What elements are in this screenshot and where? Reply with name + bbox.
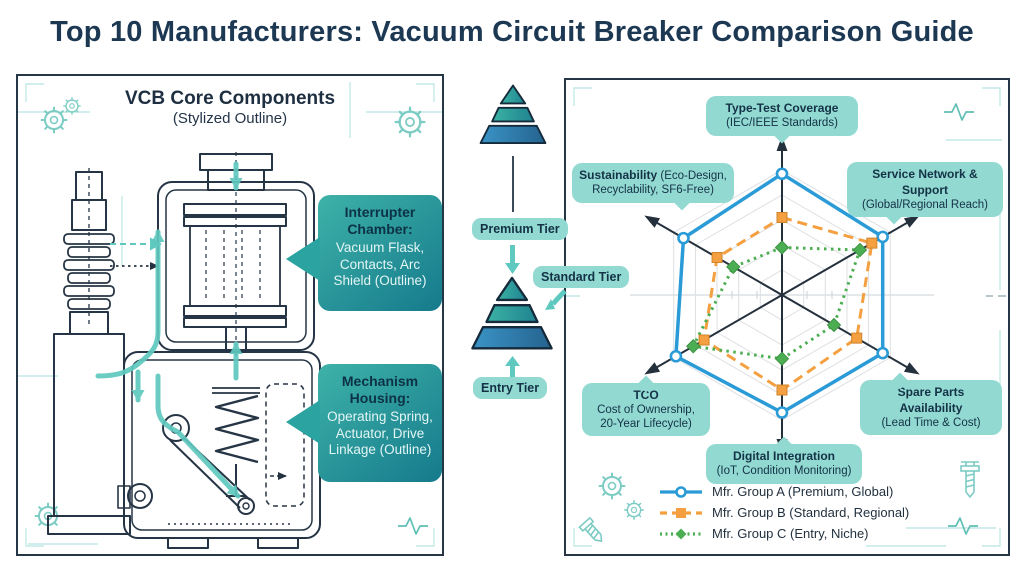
gear-icon (40, 106, 68, 134)
blueprint-decor (566, 87, 1006, 547)
vcb-diagram-panel: VCB Core Components (Stylized Outline) (16, 74, 444, 556)
callout-body: Operating Spring, Actuator, Drive Linkag… (327, 409, 433, 458)
page-title: Top 10 Manufacturers: Vacuum Circuit Bre… (50, 16, 974, 48)
premium-tier-label: Premium Tier (472, 218, 568, 240)
screw-icon (960, 461, 980, 499)
flow-arrows (95, 161, 243, 499)
legend-line-sample (658, 485, 704, 499)
legend-label: Mfr. Group B (Standard, Regional) (712, 505, 910, 520)
screw-icon (578, 516, 603, 543)
radar-chart-panel: Type-Test Coverage (IEC/IEEE Standards) … (564, 78, 1010, 556)
gear-icon (63, 97, 81, 115)
arrow-down-left-icon (545, 289, 567, 310)
axis-label-sustainability: Sustainability (Eco-Design, Recyclabilit… (572, 163, 734, 203)
arrow-up-icon (505, 356, 520, 378)
axis-label-type-test: Type-Test Coverage (IEC/IEEE Standards) (706, 96, 858, 136)
callout-title: Mechanism Housing: (341, 373, 419, 407)
pulse-icon (397, 517, 429, 535)
standard-tier-label: Standard Tier (533, 266, 630, 288)
axis-label-digital-integration: Digital Integration (IoT, Condition Moni… (706, 444, 862, 484)
gear-icon (394, 106, 426, 138)
callout-mechanism-housing: Mechanism Housing: Operating Spring, Act… (286, 364, 442, 482)
axis-label-service-network: Service Network & Support (Global/Region… (847, 162, 1003, 218)
axis-label-tco: TCO Cost of Ownership, 20-Year Lifecycle… (582, 383, 710, 437)
left-panel-title: VCB Core Components (124, 88, 336, 109)
connector-line (512, 156, 514, 212)
chart-legend: Mfr. Group A (Premium, Global) Mfr. Grou… (658, 482, 988, 543)
legend-line-sample (658, 527, 704, 541)
tier-pyramid-top (479, 84, 547, 145)
vcb-technical-drawing (18, 82, 442, 549)
legend-item: Mfr. Group B (Standard, Regional) (658, 503, 988, 522)
vcb-outline (47, 152, 321, 549)
legend-label: Mfr. Group C (Entry, Niche) (712, 526, 869, 541)
legend-line-sample (658, 506, 704, 520)
callout-body: Vacuum Flask, Contacts, Arc Shield (Outl… (333, 240, 427, 289)
entry-tier-label: Entry Tier (473, 377, 548, 399)
axis-label-spare-parts: Spare Parts Availability (Lead Time & Co… (860, 380, 1002, 436)
legend-item: Mfr. Group C (Entry, Niche) (658, 524, 988, 543)
arrow-down-icon (505, 245, 520, 274)
left-panel-subtitle: (Stylized Outline) (172, 110, 288, 127)
legend-label: Mfr. Group A (Premium, Global) (712, 484, 894, 499)
callout-interrupter-chamber: Interrupter Chamber: Vacuum Flask, Conta… (286, 195, 442, 311)
callout-title: Interrupter Chamber: (344, 204, 416, 238)
tier-pyramid-bottom (471, 276, 553, 350)
legend-item: Mfr. Group A (Premium, Global) (658, 482, 988, 501)
radar-chart (630, 136, 934, 454)
